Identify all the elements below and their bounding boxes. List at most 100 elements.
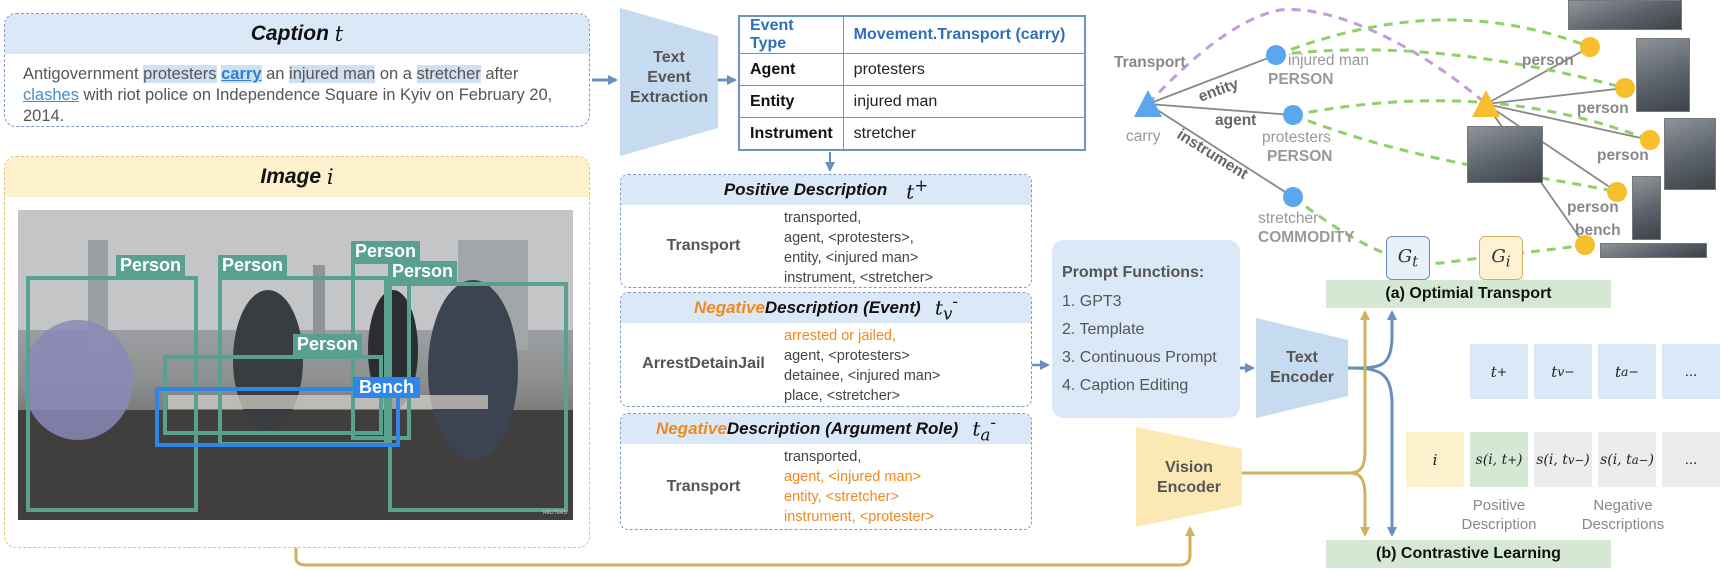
thumb-scene [1467, 126, 1543, 183]
alignment-line [1275, 48, 1626, 90]
g-letter: G [1491, 245, 1506, 267]
thumb-person [1632, 176, 1661, 240]
node-type: PERSON [1268, 71, 1334, 88]
positive-event-type: Transport [666, 237, 741, 254]
negative-arg-event-type: Transport [666, 478, 741, 495]
negative-arg-symbol: ta- [972, 413, 996, 445]
s-sup: − [1638, 452, 1649, 467]
event-table-row: Agent protesters [738, 53, 1086, 86]
trigger-node [1134, 90, 1162, 117]
m-sub: v [1557, 364, 1565, 379]
desc-line: transported, [784, 449, 862, 465]
s-sub: a [1631, 452, 1639, 467]
event-role: Instrument [738, 117, 844, 151]
thumb-person [1568, 0, 1682, 30]
desc-line: agent, <protesters> [784, 348, 910, 364]
negative-event-title: Description (Event) [764, 298, 921, 317]
negative-event-lines: arrested or jailed, agent, <protesters> … [784, 326, 940, 406]
node-injured-man [1266, 45, 1286, 65]
image-edge [1485, 46, 1591, 105]
image-trigger-node [1472, 90, 1500, 117]
prompt-functions-title: Prompt Functions: [1062, 264, 1205, 281]
positive-description-lines: transported, agent, <protesters>, entity… [784, 208, 933, 288]
bbox-label-bench: Bench [353, 377, 421, 398]
prompt-function-item: 1. GPT3 [1062, 293, 1122, 310]
bbox-label-person-3: Person [351, 241, 421, 262]
symbol-sup: - [952, 292, 958, 312]
bbox-bench [155, 387, 400, 447]
text-encoder-line: Encoder [1269, 369, 1334, 386]
event-table-row: Entity injured man [738, 85, 1086, 118]
matrix-image-cell: i [1406, 432, 1464, 487]
desc-line: agent, <injured man> [784, 469, 922, 485]
alignment-line [1292, 113, 1618, 194]
bbox-label-person-2: Person [218, 255, 288, 276]
m-s: t [1551, 362, 1558, 381]
image-header: Image i [5, 157, 589, 197]
node-label-protesters: protesters PERSON [1262, 128, 1332, 166]
arrow-vision-encoder-to-ot [1242, 310, 1370, 475]
node-label-stretcher: stretcher COMMODITY [1258, 209, 1354, 247]
negative-event-type: ArrestDetainJail [642, 355, 765, 372]
prompt-function-item: 2. Template [1062, 321, 1145, 338]
s-txt: s(i, t [1536, 451, 1568, 468]
prompt-functions-box: Prompt Functions: 1. GPT3 2. Template 3.… [1052, 240, 1240, 418]
image-node-person [1580, 37, 1600, 57]
desc-line: entity, <stretcher> [784, 489, 899, 505]
positive-symbol-sup: + [914, 176, 929, 196]
s-end: ) [1584, 451, 1590, 468]
negative-event-symbol: tv- [935, 292, 958, 324]
thumb-person [1636, 38, 1690, 112]
image-node-label: person [1522, 52, 1574, 69]
caption-header: Caption t [5, 14, 589, 54]
positive-symbol: t+ [906, 176, 928, 204]
negative-event-description-box: Negative Description (Event) tv- ArrestD… [620, 292, 1032, 407]
image-symbol: i [326, 165, 334, 189]
thumb-bench [1600, 243, 1707, 258]
negative-arg-title: Description (Argument Role) [726, 419, 959, 438]
edge-agent [1147, 103, 1294, 116]
g-sub: i [1505, 252, 1511, 271]
image-edge [1485, 87, 1626, 105]
s-end: ) [1648, 451, 1654, 468]
arrow-image-to-vision-encoder [294, 526, 1195, 567]
event-table-header: Event Type Movement.Transport (carry) [738, 15, 1086, 54]
node-name: protesters [1262, 129, 1331, 146]
caption-text-part: after [480, 65, 519, 83]
image-node-label: bench [1575, 222, 1621, 239]
text-encoder-label: Text Encoder [1256, 348, 1348, 388]
negative-arg-header: Negative Description (Argument Role) ta- [621, 413, 1031, 445]
node-stretcher [1283, 187, 1303, 207]
edge-instrument [1147, 103, 1294, 198]
caption-text-part: with riot police on Independence Square … [23, 86, 553, 125]
caption-stretcher: stretcher [416, 65, 481, 83]
image-edge [1485, 103, 1651, 141]
symbol-t: t [972, 416, 981, 441]
symbol-sup: - [990, 413, 997, 433]
s-txt: s(i, t [1600, 451, 1632, 468]
m-sup: − [1628, 364, 1639, 379]
matrix-header-more: ... [1662, 344, 1720, 399]
image-graph-badge: Gi [1479, 236, 1523, 280]
node-label-injured-man: injured man PERSON [1268, 51, 1369, 89]
caption-text-part: an [261, 65, 290, 83]
symbol-t: t [934, 295, 943, 320]
node-name: stretcher [1258, 210, 1319, 227]
contrastive-learning-label: (b) Contrastive Learning [1326, 540, 1611, 568]
gt-symbol: Gt [1398, 246, 1418, 271]
caption-injured-man: injured man [289, 65, 376, 83]
tee-line-1: Text [653, 49, 685, 66]
caption-protesters: protesters [143, 65, 217, 83]
caption-symbol: t [334, 22, 344, 46]
alignment-line [1292, 99, 1651, 142]
photo-watermark: REUTERS [543, 510, 567, 516]
vision-encoder-line: Encoder [1156, 479, 1221, 496]
positive-description-caption: Positive Description [1461, 497, 1537, 533]
event-argument: stretcher [842, 117, 1086, 151]
desc-line: agent, <protesters>, [784, 230, 914, 246]
m-sup: + [1496, 364, 1508, 379]
photo-illustration [18, 210, 573, 520]
